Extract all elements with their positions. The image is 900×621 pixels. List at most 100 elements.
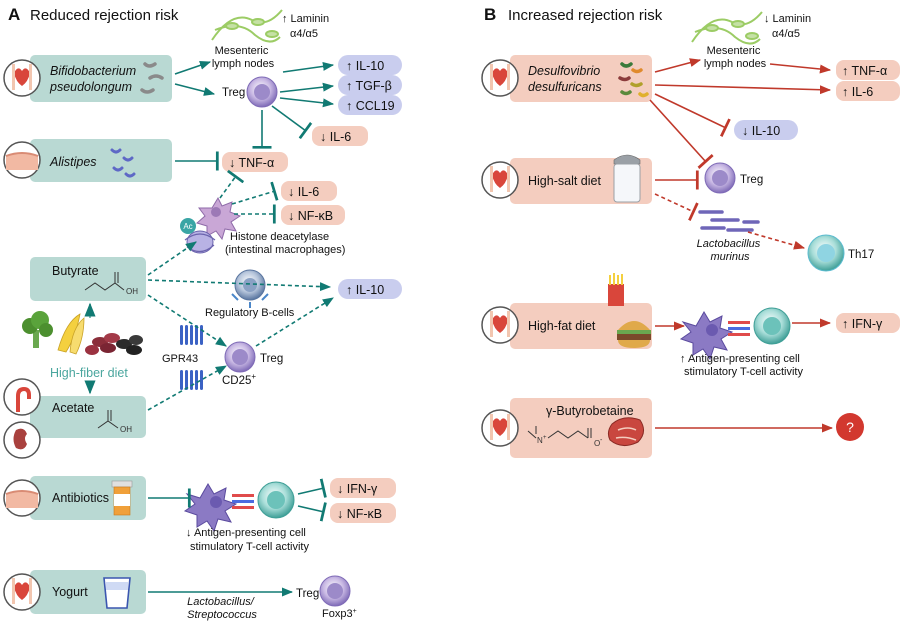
lacto-strep-label: Lactobacillus/ Streptococcus: [187, 596, 257, 621]
alistipes-label: Alistipes: [49, 155, 97, 169]
salt-shaker-icon: [613, 154, 641, 203]
treg-cell-a-nucleus: [254, 84, 270, 100]
butyrobetaine-n: N: [537, 436, 543, 445]
treg-cell-foxp3-nucleus: [327, 583, 343, 599]
ccl19-up-label: ↑ CCL19: [346, 99, 395, 113]
high-fiber-label: High-fiber diet: [50, 366, 128, 380]
nfkb-down-box-2: [330, 503, 396, 523]
il10-up-label-2: ↑ IL-10: [346, 283, 384, 297]
ifng-up-box: [836, 313, 900, 333]
apc-up-label: ↑ Antigen-presenting cell stimulatory T-…: [680, 353, 803, 378]
regulatory-b-cell-icon: [231, 269, 269, 308]
lacto-murinus-label: Lactobacillus murinus: [697, 238, 764, 263]
tnfa-down-box: [222, 152, 288, 172]
macrophage-icon: [195, 196, 242, 241]
skin-icon-2: [3, 479, 41, 517]
desulfo-box: [510, 55, 652, 102]
question-label: ?: [846, 419, 854, 435]
laminin-a-label: ↑ Laminin α4/α5: [282, 13, 332, 40]
treg-cell-cd25-nucleus: [232, 349, 248, 365]
butyrobetaine-structure: [527, 426, 592, 439]
laminin-b-label: ↓ Laminin α4/α5: [764, 13, 814, 40]
histone-label: Histone deacetylase (intestinal macropha…: [225, 231, 345, 256]
bacteria-icon: [140, 62, 164, 94]
tnfa-down-label: ↓ TNF-α: [229, 156, 274, 170]
regulatory-b-label: Regulatory B-cells: [205, 307, 295, 319]
il6-down-box: [312, 126, 368, 146]
alistipes-box: [30, 139, 172, 182]
kidney-icon: [3, 421, 41, 459]
butyrate-box: [30, 257, 146, 301]
bifido-box: [30, 55, 172, 102]
foxp3-label: Foxp3+: [322, 608, 357, 620]
panel-a-letter: A: [8, 5, 20, 24]
heart-icon-b3: [481, 306, 519, 344]
panel-b-title: Increased rejection risk: [508, 7, 663, 24]
ccl19-up-box: [338, 95, 402, 115]
panel-a-title: Reduced rejection risk: [30, 7, 179, 24]
gpr43-receptor-icon: [180, 325, 203, 345]
lacto-murinus-icon: [698, 210, 760, 232]
panel-a-arrows: [147, 61, 335, 597]
banana-icon: [57, 313, 85, 355]
acetate-label: Acetate: [52, 401, 94, 415]
tnfa-up-box: [836, 60, 900, 80]
treg-cell-b-nucleus: [712, 170, 728, 186]
mixed-bacteria-icon: [618, 62, 649, 98]
heart-icon-b4: [481, 409, 519, 447]
treg-foxp3-label: Treg: [296, 588, 319, 600]
yogurt-label: Yogurt: [52, 585, 88, 599]
laminin-fiber-icon: [211, 9, 283, 43]
il6-down-label: ↓ IL-6: [320, 130, 351, 144]
beans-icon: [85, 333, 143, 355]
nfkb-down-label: ↓ NF-κB: [288, 209, 333, 223]
apc-tcell-icon: [183, 481, 295, 533]
heart-icon: [3, 59, 41, 97]
alistipes-bacteria-icon: [110, 148, 136, 178]
butyrobetaine-ominus: -: [600, 437, 603, 444]
desulfo-label: Desulfovibrio desulfuricans: [528, 64, 604, 94]
high-salt-label: High-salt diet: [528, 174, 601, 188]
apc-tcell-icon-b: [679, 307, 791, 361]
il6-up-box: [836, 81, 900, 101]
treg-b-label: Treg: [740, 174, 763, 186]
aorta-icon: [3, 378, 41, 416]
il10-down-box: [734, 120, 798, 140]
gpr43-receptor-icon-2: [180, 370, 203, 390]
heart-icon-2: [3, 573, 41, 611]
butyrobetaine-nplus: +: [543, 435, 547, 441]
butyrobetaine-o: O: [594, 439, 600, 448]
ifng-down-box: [330, 478, 396, 498]
tgfb-up-label: ↑ TGF-β: [346, 79, 392, 93]
broccoli-icon: [22, 311, 53, 348]
heart-icon-b1: [481, 59, 519, 97]
il6-down-box-2: [281, 181, 337, 201]
antibiotics-label: Antibiotics: [52, 491, 109, 505]
skin-icon: [3, 141, 41, 179]
nfkb-down-label-2: ↓ NF-κB: [337, 507, 382, 521]
bifido-label: Bifidobacterium pseudolongum: [49, 64, 140, 94]
butyrate-oh: OH: [126, 287, 138, 296]
butyrate-structure: [84, 272, 125, 291]
ifng-down-label: ↓ IFN-γ: [337, 482, 378, 496]
butyrobetaine-label: γ-Butyrobetaine: [546, 404, 634, 418]
treg-a-label: Treg: [222, 87, 245, 99]
ac-badge: [180, 218, 196, 234]
butyrate-label: Butyrate: [52, 264, 99, 278]
acetate-structure: [97, 410, 119, 429]
ac-label: Ac: [183, 222, 192, 231]
treg-cd25-label: Treg: [260, 353, 283, 365]
th17-label: Th17: [848, 249, 874, 261]
yogurt-cup-icon: [103, 577, 131, 609]
apc-down-label: ↓ Antigen-presenting cell stimulatory T-…: [186, 527, 309, 553]
il10-up-box: [338, 55, 402, 75]
il10-down-label: ↓ IL-10: [742, 124, 780, 138]
mesenteric-a-label: Mesenteric lymph nodes: [212, 45, 275, 70]
panel-b-letter: B: [484, 5, 496, 24]
fast-food-icon: [608, 273, 651, 348]
pill-bottle-icon: [111, 480, 133, 516]
il10-up-label: ↑ IL-10: [346, 59, 384, 73]
high-fat-box: [510, 303, 652, 349]
acetate-oh: OH: [120, 425, 132, 434]
